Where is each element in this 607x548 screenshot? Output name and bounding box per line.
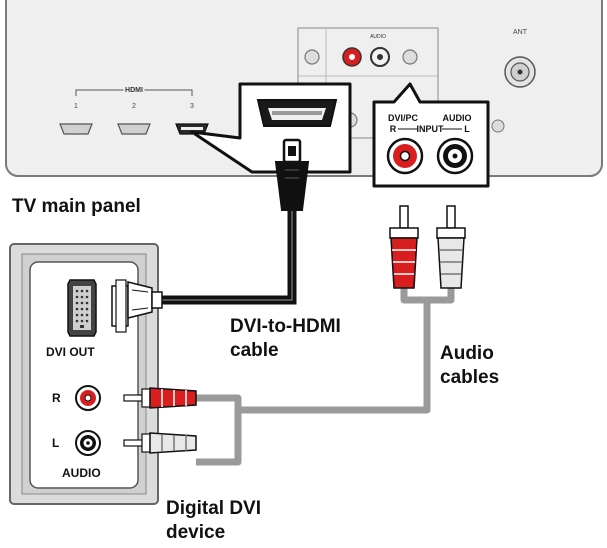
hdmi-port-2-number: 2 xyxy=(132,103,136,110)
ant-connector[interactable]: ANT xyxy=(504,29,536,88)
audio-cables-label-line1: Audio xyxy=(440,343,494,364)
rca-plug-red-top xyxy=(389,205,419,289)
dvi-out-label: DVI OUT xyxy=(46,345,95,359)
hdmi-plug xyxy=(274,138,310,211)
audio-cable-lines xyxy=(196,286,455,466)
rca-plug-white-top xyxy=(436,205,466,289)
ant-label: ANT xyxy=(513,29,528,36)
callout-dvipc-label: DVI/PC xyxy=(388,113,419,123)
audio-callout: DVI/PC AUDIO R INPUT L xyxy=(372,82,490,188)
hdmi-group: HDMI 1 2 3 xyxy=(59,85,209,135)
tv-main-panel-label: TV main panel xyxy=(12,196,141,217)
rca-plug-white-device xyxy=(123,432,197,454)
device-l-label: L xyxy=(52,436,60,450)
device-r-label: R xyxy=(52,391,61,405)
callout-r-label: R xyxy=(390,124,397,134)
dvi-to-hdmi-label-line2: cable xyxy=(230,340,279,361)
device-audio-label: AUDIO xyxy=(62,466,101,480)
hdmi-group-label: HDMI xyxy=(125,87,143,94)
hdmi-port-1-number: 1 xyxy=(74,103,78,110)
dvi-out-port[interactable] xyxy=(67,279,97,337)
digital-dvi-label-line2: device xyxy=(166,522,226,543)
dvi-to-hdmi-label-line1: DVI-to-HDMI xyxy=(230,316,341,337)
audio-cables-label-line2: cables xyxy=(440,367,500,388)
callout-input-label: INPUT xyxy=(417,124,445,134)
callout-audio-label: AUDIO xyxy=(443,113,472,123)
digital-dvi-device xyxy=(9,243,159,505)
callout-white-jack xyxy=(436,137,474,175)
device-r-jack[interactable] xyxy=(75,385,101,411)
dvi-to-hdmi-cable xyxy=(160,210,297,305)
device-l-jack[interactable] xyxy=(75,430,101,456)
hdmi-port-2[interactable] xyxy=(117,123,151,135)
digital-dvi-label-line1: Digital DVI xyxy=(166,498,262,519)
rca-plug-red-device xyxy=(123,387,197,409)
hdmi-port-1[interactable] xyxy=(59,123,93,135)
dvi-plug xyxy=(111,279,163,333)
callout-l-label: L xyxy=(464,124,470,134)
hdmi-callout xyxy=(190,82,352,174)
callout-red-jack xyxy=(386,137,424,175)
rear-audio-label: AUDIO xyxy=(370,34,386,40)
hdmi-port-3-number: 3 xyxy=(190,103,194,110)
